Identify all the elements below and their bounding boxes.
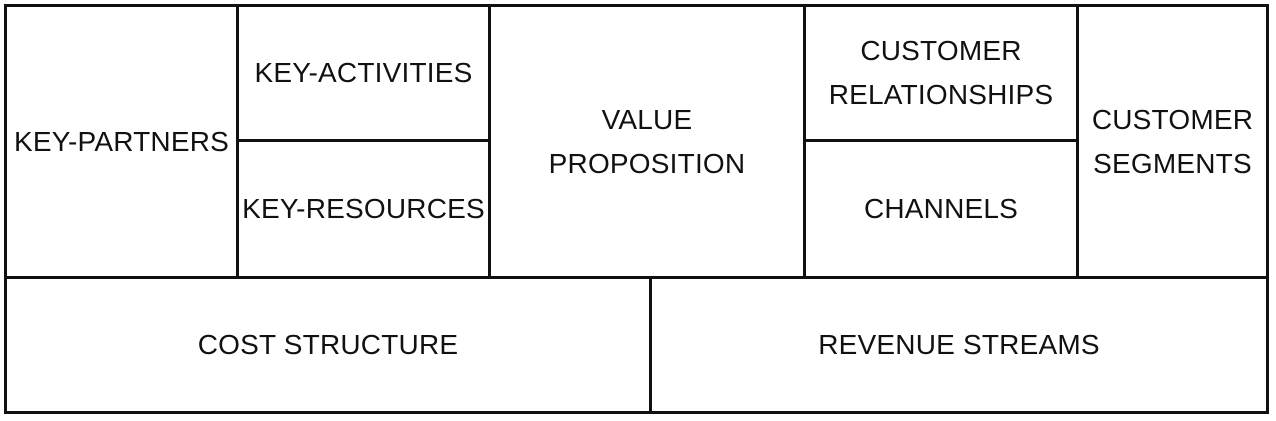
value-proposition-line-2: PROPOSITION <box>548 147 746 179</box>
customer-relationships-label: CUSTOMER RELATIONSHIPS <box>829 29 1054 117</box>
key-activities-label: KEY-ACTIVITIES <box>254 57 473 88</box>
customer-segments-line-2: SEGMENTS <box>1093 147 1252 179</box>
revenue-streams-block: REVENUE STREAMS <box>649 276 1269 414</box>
key-partners-block: KEY-PARTNERS <box>4 4 239 279</box>
customer-relationships-line-1: CUSTOMER <box>860 35 1022 66</box>
channels-block: CHANNELS <box>803 139 1079 279</box>
key-partners-label: KEY-PARTNERS <box>13 125 230 157</box>
cost-structure-block: COST STRUCTURE <box>4 276 652 414</box>
customer-relationships-line-2: RELATIONSHIPS <box>828 79 1054 110</box>
customer-relationships-block: CUSTOMER RELATIONSHIPS <box>803 4 1079 142</box>
cost-structure-label: COST STRUCTURE <box>197 329 459 360</box>
value-proposition-label: VALUE PROPOSITION <box>549 98 746 186</box>
key-activities-block: KEY-ACTIVITIES <box>236 4 491 142</box>
value-proposition-block: VALUE PROPOSITION <box>488 4 806 279</box>
value-proposition-line-1: VALUE <box>601 103 693 135</box>
customer-segments-line-1: CUSTOMER <box>1091 103 1254 135</box>
channels-label: CHANNELS <box>863 193 1019 224</box>
key-resources-label: KEY-RESOURCES <box>242 193 485 224</box>
customer-segments-block: CUSTOMER SEGMENTS <box>1076 4 1269 279</box>
revenue-streams-label: REVENUE STREAMS <box>818 329 1100 360</box>
key-resources-block: KEY-RESOURCES <box>236 139 491 279</box>
customer-segments-label: CUSTOMER SEGMENTS <box>1092 98 1253 186</box>
